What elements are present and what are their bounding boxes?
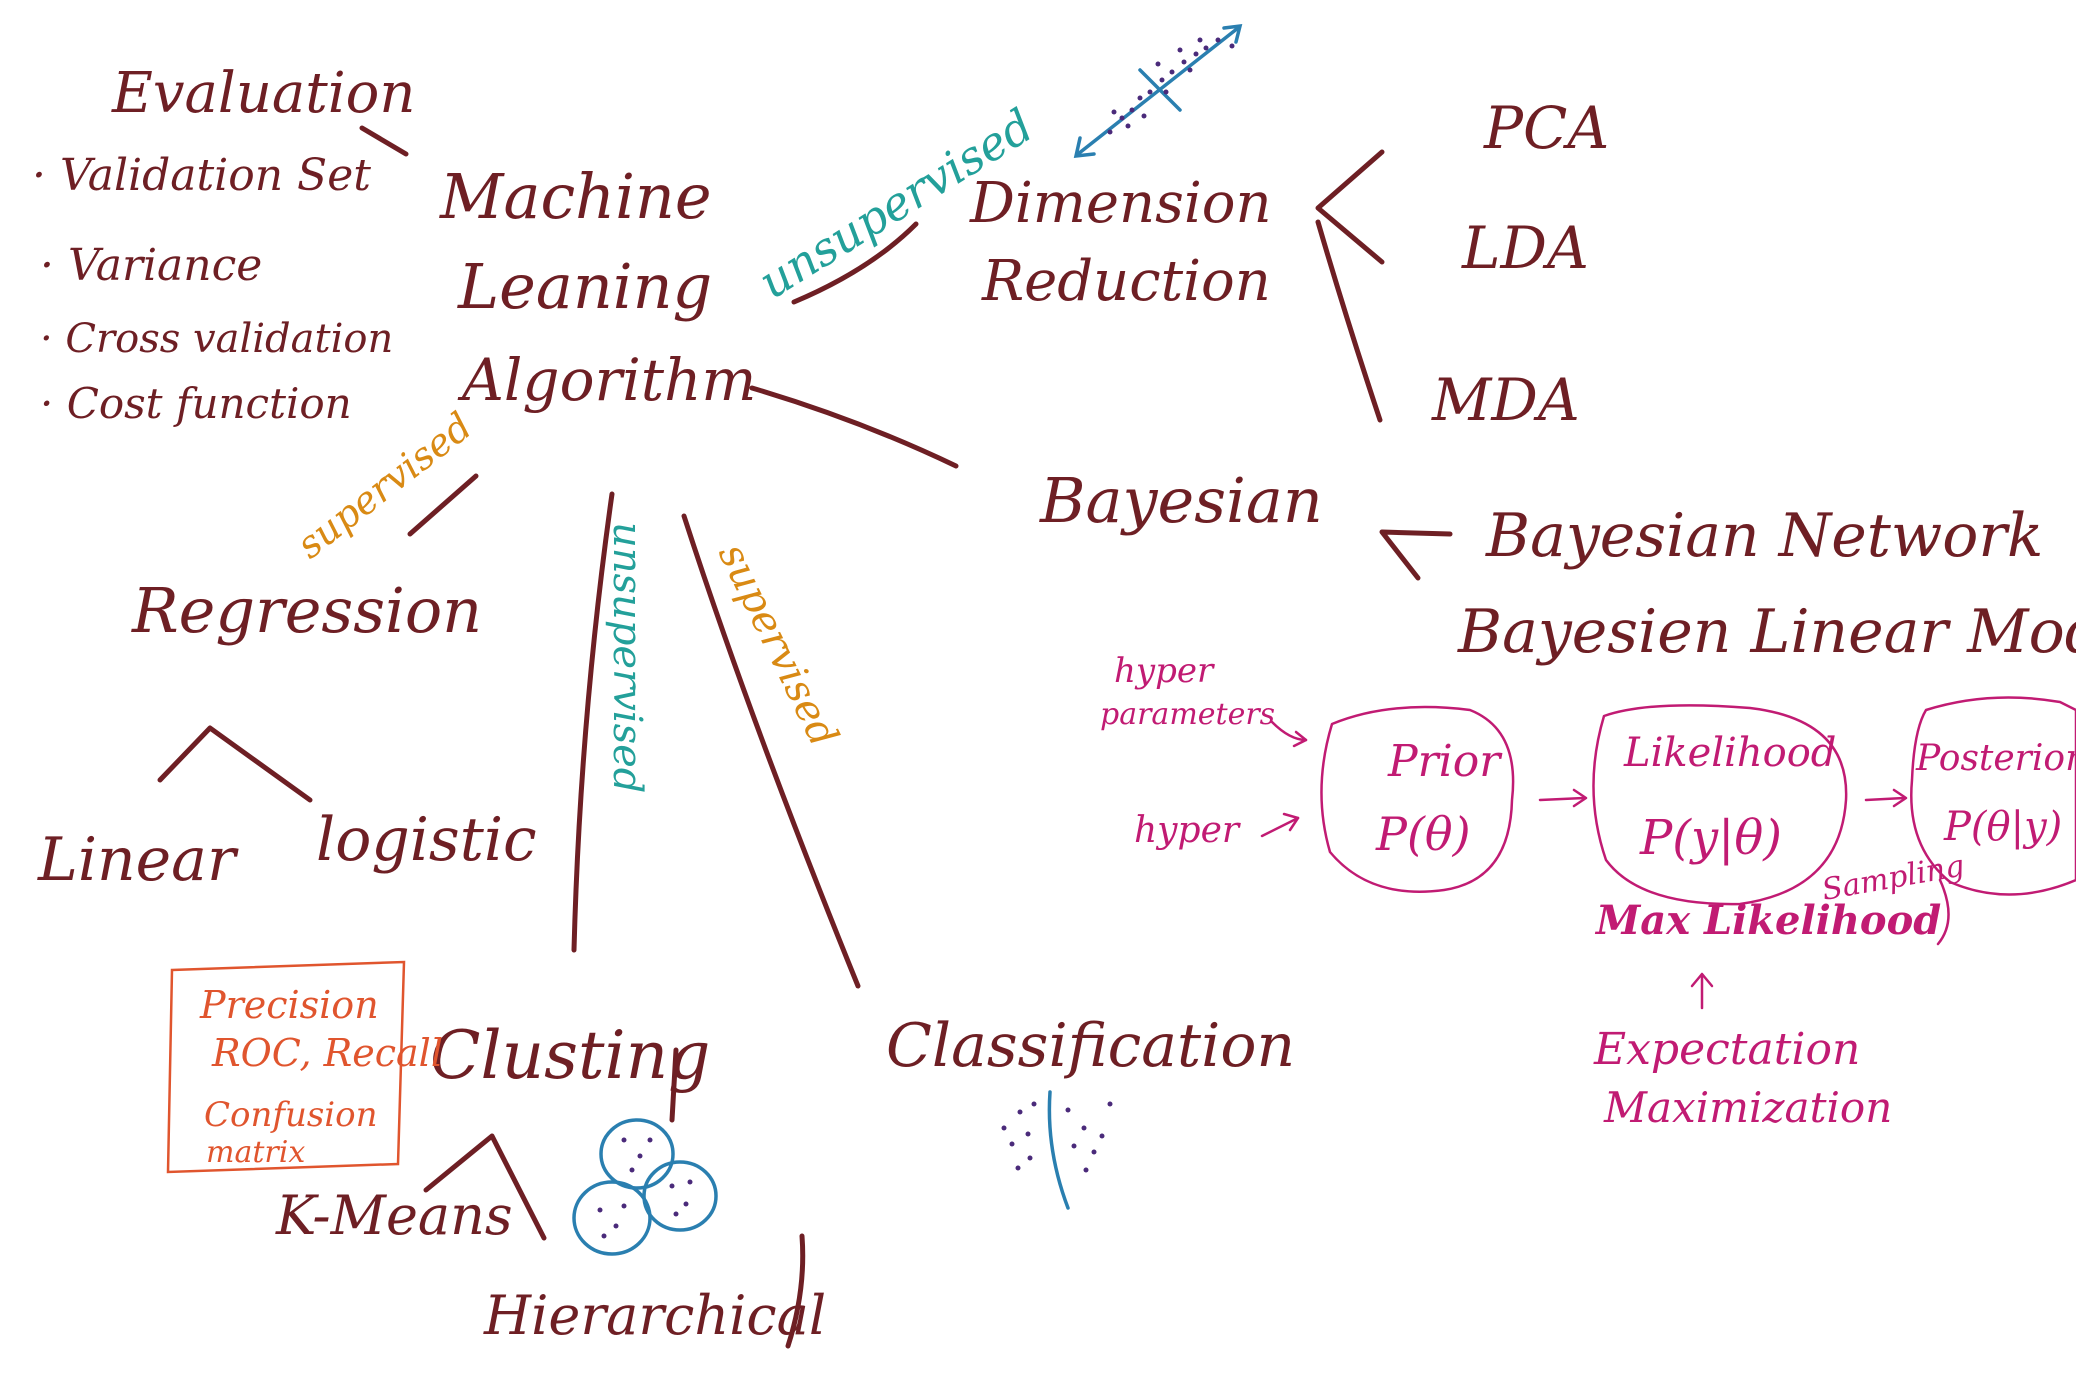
max-likelihood-label: Max Likelihood	[1594, 897, 1941, 944]
method-mda: MDA	[1431, 366, 1580, 434]
posterior-circle	[1910, 696, 2076, 896]
center-node: Machine Leaning Algorithm	[439, 160, 756, 414]
dimension-line-2: Reduction	[981, 249, 1271, 314]
arrow-prior-to-likelihood-head	[1572, 788, 1588, 808]
method-lda: LDA	[1461, 214, 1589, 282]
bayesian-branch: Bayesian Bayesian Network Bayesien Linea…	[749, 385, 2076, 1132]
arrow-likelihood-to-posterior	[1864, 796, 1906, 802]
evaluation-item-1: · Validation Set	[32, 150, 371, 201]
projection-arrowhead-bottom	[1073, 136, 1096, 159]
hyper-parameters-line-1: hyper	[1114, 651, 1215, 691]
posterior-label: Posterior	[1915, 738, 2076, 779]
regression-tree-edges	[157, 725, 313, 803]
clustering-child-kmeans: K-Means	[275, 1184, 513, 1247]
cluster-bubble-left	[572, 1180, 652, 1256]
evaluation-connector	[359, 125, 409, 157]
clustering-stem	[669, 1047, 679, 1123]
posterior-formula: P(θ|y)	[1943, 804, 2062, 850]
dimension-bracket-lower	[1315, 219, 1383, 423]
likelihood-formula: P(y|θ)	[1639, 810, 1782, 866]
arrow-likelihood-to-posterior-head	[1892, 788, 1908, 808]
posterior-node: Posterior P(θ|y)	[1910, 696, 2076, 896]
cluster-bubble-right	[642, 1160, 718, 1232]
clustering-child-hierarchical: Hierarchical	[483, 1284, 826, 1347]
separator-dots	[1001, 1101, 1113, 1173]
projection-arrowhead-top	[1222, 23, 1243, 44]
bayesian-model-network: Bayesian Network	[1485, 501, 2043, 571]
hyper-arrow-1	[1270, 720, 1308, 742]
projection-scatter-dots	[1107, 37, 1235, 135]
likelihood-node: Likelihood P(y|θ)	[1592, 704, 1848, 906]
prior-circle	[1320, 705, 1515, 893]
bayesian-model-linear: Bayesien Linear Model	[1457, 597, 2076, 667]
center-line-1: Machine	[439, 160, 712, 233]
classification-title: Classification	[886, 1011, 1295, 1081]
classifier-separator-icon	[1001, 1090, 1113, 1210]
hyper-arrow-1-head	[1292, 730, 1308, 748]
metrics-box: Precision ROC, Recall Confusion matrix	[166, 960, 443, 1174]
metrics-line-3: Confusion	[204, 1095, 378, 1135]
arrow-prior-to-likelihood	[1538, 796, 1586, 802]
metrics-line-2: ROC, Recall	[211, 1031, 443, 1075]
classification-branch: supervised Classification	[681, 513, 1295, 1210]
cluster-bubbles-icon	[572, 1118, 718, 1256]
edge-to-dimension	[791, 221, 919, 305]
projection-icon	[1073, 23, 1243, 159]
projection-axis-long	[1076, 26, 1240, 156]
hyper-arrow-2	[1260, 816, 1300, 838]
evaluation-item-2: · Variance	[40, 240, 262, 291]
cluster-bubble-top	[599, 1118, 675, 1190]
edge-label-unsupervised-clustering: unsupervised	[604, 522, 650, 793]
evaluation-item-3: · Cross validation	[40, 316, 393, 362]
regression-child-linear: Linear	[37, 825, 239, 895]
hyper-arrow-2-head	[1282, 812, 1300, 832]
evaluation-item-4: · Cost function	[40, 379, 352, 428]
clustering-tree-edges	[423, 1133, 547, 1241]
center-line-3: Algorithm	[457, 346, 756, 414]
metrics-box-border	[166, 960, 406, 1174]
em-arrow-head	[1690, 972, 1714, 988]
edge-label-supervised-regression: supervised	[288, 404, 480, 567]
dimension-line-1: Dimension	[969, 171, 1272, 236]
cluster-dots	[597, 1137, 693, 1239]
regression-title: Regression	[131, 574, 482, 647]
likelihood-label: Likelihood	[1623, 730, 1836, 776]
bayesian-bracket	[1379, 529, 1453, 581]
hierarchical-stroke	[785, 1233, 806, 1349]
edge-to-bayesian	[749, 385, 959, 469]
metrics-line-1: Precision	[199, 983, 379, 1027]
edge-to-regression	[407, 473, 479, 537]
dimension-branch: unsupervised Dimension Reduction PCA LDA…	[749, 23, 1609, 434]
regression-child-logistic: logistic	[316, 805, 537, 875]
clustering-title: Clusting	[430, 1017, 710, 1094]
edge-to-classification	[681, 513, 861, 989]
hyper-parameters-line-2: parameters	[1100, 697, 1275, 732]
metrics-line-4: matrix	[206, 1135, 305, 1170]
bayesian-title: Bayesian	[1039, 464, 1323, 537]
separator-line	[1047, 1090, 1070, 1210]
clustering-branch: unsupervised Clusting K-Means Hierarchic…	[275, 491, 826, 1349]
evaluation-title: Evaluation	[111, 61, 415, 126]
hyper-label-2: hyper	[1134, 810, 1241, 851]
em-line-1: Expectation	[1593, 1024, 1860, 1075]
prior-node: Prior P(θ)	[1320, 705, 1515, 893]
dimension-bracket-upper	[1315, 149, 1385, 265]
likelihood-circle	[1592, 704, 1848, 906]
evaluation-group: Evaluation · Validation Set · Variance ·…	[32, 61, 415, 428]
prior-label: Prior	[1387, 736, 1503, 787]
projection-axis-short	[1138, 68, 1182, 112]
method-pca: PCA	[1483, 94, 1609, 162]
sampling-arc	[1936, 878, 1950, 946]
edge-to-clustering	[571, 491, 615, 953]
em-line-2: Maximization	[1603, 1083, 1892, 1132]
center-line-2: Leaning	[457, 250, 712, 323]
regression-branch: supervised Regression Linear logistic	[37, 404, 537, 895]
prior-formula: P(θ)	[1375, 807, 1471, 861]
